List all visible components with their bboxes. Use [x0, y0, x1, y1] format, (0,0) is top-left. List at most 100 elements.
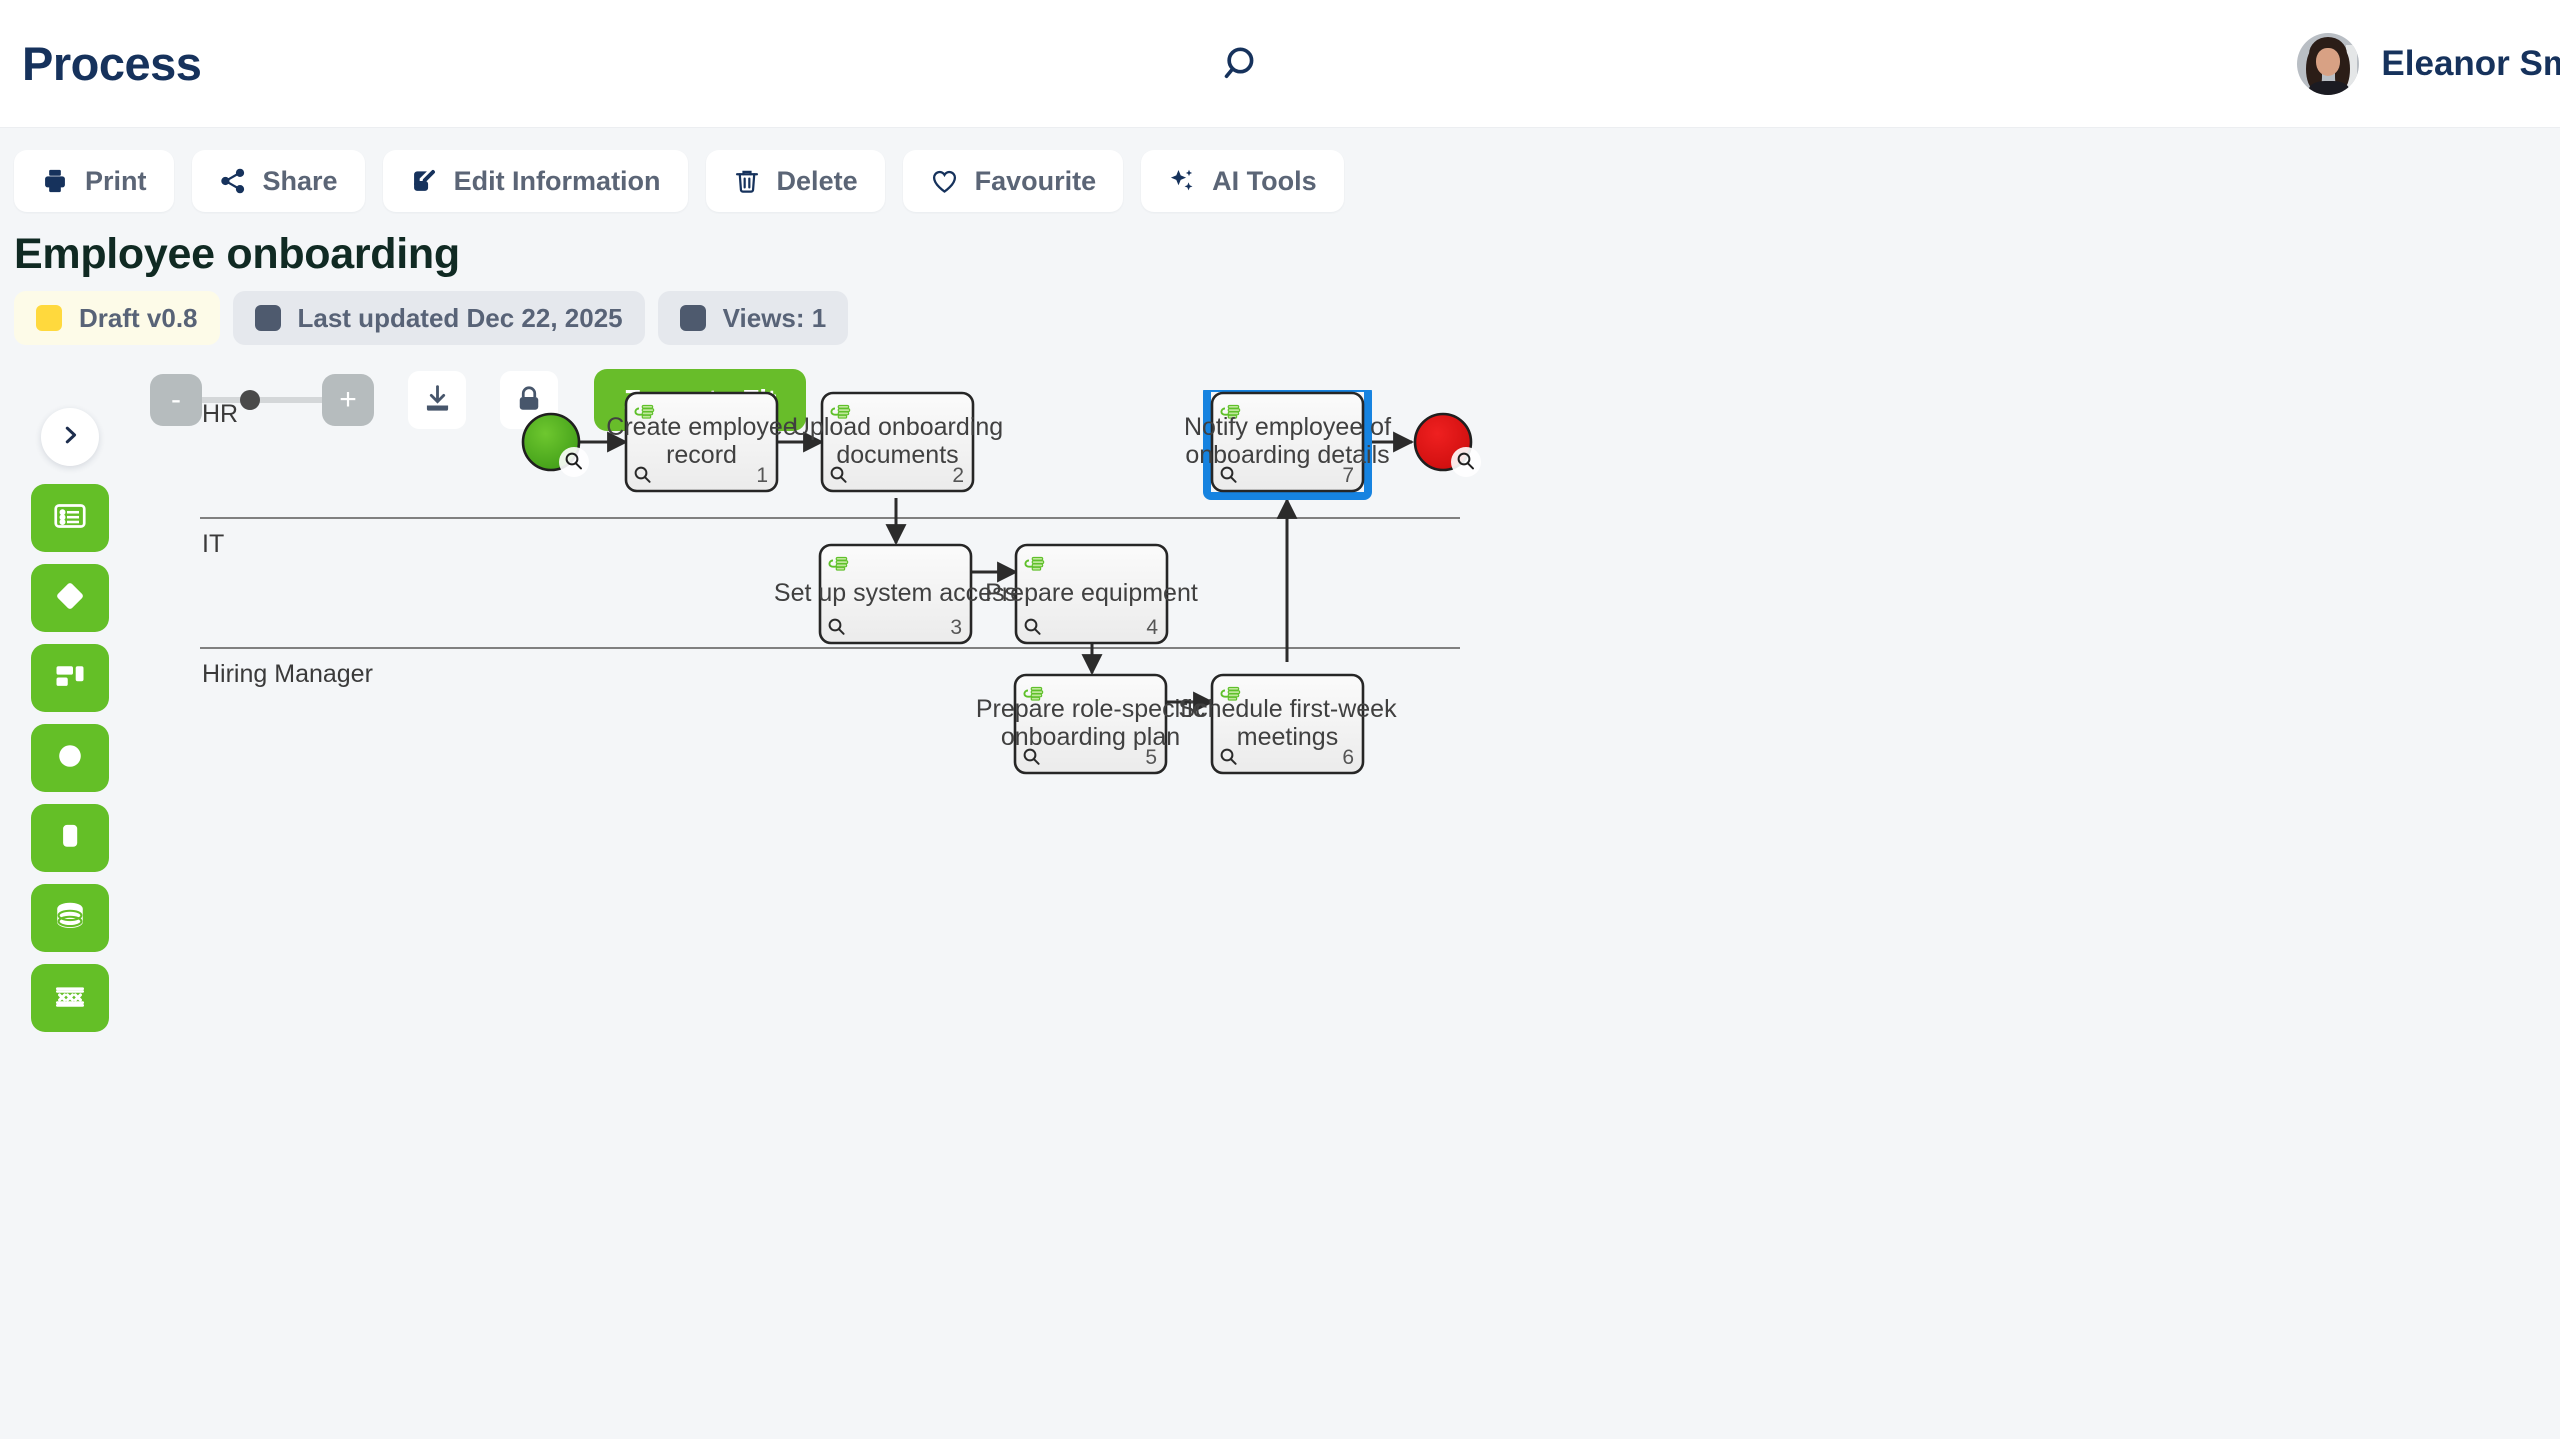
diagram-canvas[interactable]: HR IT Hiring Manager [130, 390, 2560, 1439]
xxx-table-icon [51, 977, 89, 1020]
palette-item-gateway[interactable] [31, 564, 109, 632]
share-nodes-icon [219, 167, 247, 195]
task-label-line: Prepare role-specific [976, 695, 1205, 723]
last-updated-label: Last updated Dec 22, 2025 [297, 302, 623, 333]
task-node[interactable]: Create employee record 1 [606, 391, 797, 493]
palette-item-layout[interactable] [31, 644, 109, 712]
document-title: Employee onboarding [14, 230, 460, 278]
views-badge: Views: 1 [657, 291, 849, 345]
magnifier-icon[interactable] [1024, 618, 1041, 635]
zoom-slider-thumb[interactable] [240, 390, 260, 410]
task-node[interactable]: Set up system access 3 [774, 543, 1017, 645]
palette-expand-button[interactable] [41, 408, 99, 466]
manual-task-hand-icon [830, 404, 851, 419]
status-badge-label: Draft v0.8 [79, 302, 198, 333]
heart-icon [930, 167, 959, 196]
edit-information-label: Edit Information [453, 165, 661, 196]
magnifier-icon[interactable] [828, 618, 845, 635]
rounded-rect-task-icon [52, 818, 88, 859]
magnifier-icon[interactable] [1457, 452, 1474, 470]
task-label-line: Set up system access [774, 579, 1017, 607]
page-title: Process [22, 37, 202, 90]
favourite-label: Favourite [974, 165, 1097, 196]
zoom-in-button[interactable]: + [322, 374, 374, 426]
task-number: 4 [1146, 616, 1158, 639]
palette-item-table[interactable] [31, 964, 109, 1032]
zoom-slider-group[interactable]: - + [150, 374, 374, 426]
task-node[interactable]: Upload onboarding documents 2 [792, 391, 1003, 493]
zoom-slider-track[interactable] [202, 390, 322, 410]
app-header: Process Eleanor Sm [0, 0, 2560, 128]
start-event[interactable] [521, 412, 589, 477]
favourite-button[interactable]: Favourite [902, 150, 1124, 212]
magnifier-icon[interactable] [634, 466, 651, 483]
status-dot-icon [36, 305, 62, 331]
lane-label-hiring-manager: Hiring Manager [202, 660, 373, 688]
task-number: 6 [1342, 746, 1354, 769]
user-name: Eleanor Sm [2381, 43, 2560, 83]
avatar [2297, 32, 2360, 95]
views-label: Views: 1 [722, 302, 827, 333]
task-label-line: Schedule first-week [1178, 695, 1397, 723]
magnifier-icon[interactable] [830, 466, 847, 483]
edit-pencil-icon [410, 167, 438, 195]
end-event[interactable] [1413, 412, 1481, 477]
manual-task-hand-icon [1220, 404, 1241, 419]
list-box-icon [52, 498, 88, 539]
palette-item-database[interactable] [31, 884, 109, 952]
task-node[interactable]: Prepare equipment 4 [985, 543, 1198, 645]
print-label: Print [85, 165, 147, 196]
search-icon[interactable] [1213, 34, 1273, 94]
task-label-line: Upload onboarding [792, 413, 1003, 441]
task-label-line: onboarding details [1185, 441, 1389, 469]
task-node[interactable]: Schedule first-week meetings 6 [1178, 673, 1397, 775]
task-node-selected[interactable]: Notify employee of onboarding details 7 [1184, 390, 1391, 500]
share-button[interactable]: Share [191, 150, 365, 212]
print-button[interactable]: Print [14, 150, 174, 212]
ai-tools-button[interactable]: AI Tools [1141, 150, 1344, 212]
manual-task-hand-icon [1220, 686, 1241, 701]
task-number: 2 [952, 464, 964, 487]
manual-task-hand-icon [828, 556, 849, 571]
zoom-out-button[interactable]: - [150, 374, 202, 426]
palette-item-event[interactable] [31, 724, 109, 792]
lane-label-hr: HR [202, 400, 238, 428]
views-dot-icon [679, 305, 706, 331]
manual-task-hand-icon [634, 404, 655, 419]
calendar-dot-icon [254, 305, 281, 331]
download-icon [422, 383, 453, 417]
task-label-line: Prepare equipment [985, 579, 1198, 607]
user-menu[interactable]: Eleanor Sm [2297, 32, 2560, 95]
lock-icon [514, 384, 544, 417]
task-node[interactable]: Prepare role-specific onboarding plan 5 [976, 673, 1205, 775]
delete-button[interactable]: Delete [705, 150, 885, 212]
edit-information-button[interactable]: Edit Information [382, 150, 688, 212]
magnifier-icon[interactable] [565, 452, 582, 470]
layout-blocks-icon [52, 658, 88, 699]
diamond-gateway-icon [52, 578, 88, 619]
sparkles-icon [1168, 167, 1196, 195]
chevron-right-icon [59, 424, 81, 451]
task-label-line: record [666, 441, 737, 469]
magnifier-icon[interactable] [1220, 466, 1237, 483]
share-label: Share [262, 165, 338, 196]
task-number: 7 [1342, 464, 1354, 487]
action-toolbar: Print Share Edit Information [0, 128, 2560, 212]
task-label-line: documents [836, 441, 958, 469]
task-label-line: onboarding plan [1001, 723, 1180, 751]
task-label-line: meetings [1237, 723, 1338, 751]
task-number: 5 [1145, 746, 1157, 769]
bpmn-diagram[interactable]: HR IT Hiring Manager [130, 390, 2560, 1439]
circle-event-icon [52, 738, 88, 779]
lane-label-it: IT [202, 530, 224, 558]
task-label-line: Notify employee of [1184, 413, 1391, 441]
manual-task-hand-icon [1023, 686, 1044, 701]
magnifier-icon[interactable] [1023, 748, 1040, 765]
download-button[interactable] [408, 371, 466, 429]
task-label-line: Create employee [606, 413, 796, 441]
palette-item-task[interactable] [31, 804, 109, 872]
task-number: 3 [950, 616, 962, 639]
status-badge: Draft v0.8 [14, 291, 220, 345]
palette-item-list[interactable] [31, 484, 109, 552]
magnifier-icon[interactable] [1220, 748, 1237, 765]
